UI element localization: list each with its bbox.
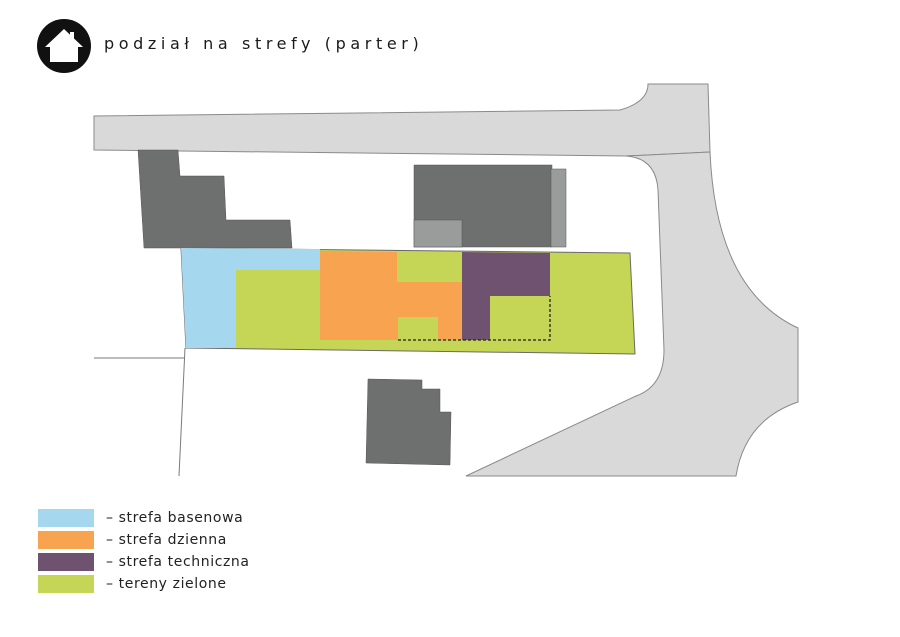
roads [93,83,799,477]
legend-swatch [38,575,94,593]
legend: – strefa basenowa – strefa dzienna – str… [38,507,250,595]
legend-item-day: – strefa dzienna [38,529,250,551]
legend-swatch [38,553,94,571]
page-title: podział na strefy (parter) [104,34,424,53]
zones [180,247,636,355]
zone-pool [181,248,320,348]
legend-swatch [38,509,94,527]
legend-swatch [38,531,94,549]
legend-item-pool: – strefa basenowa [38,507,250,529]
house-icon [37,19,91,73]
legend-item-technical: – strefa techniczna [38,551,250,573]
property-lines [94,347,186,477]
building-west [137,149,293,249]
road-horizontal [93,83,711,157]
legend-label: – strefa techniczna [106,554,250,570]
building-south [365,378,452,466]
building-north-annex [413,219,463,248]
road-vertical [465,151,799,477]
zone-technical [462,252,550,340]
legend-label: – tereny zielone [106,576,227,592]
legend-label: – strefa dzienna [106,532,227,548]
buildings [137,149,567,466]
zone-day [320,251,462,340]
legend-item-green: – tereny zielone [38,573,250,595]
legend-label: – strefa basenowa [106,510,244,526]
zone-dashed-outline [398,296,551,341]
building-north-side [550,168,567,248]
